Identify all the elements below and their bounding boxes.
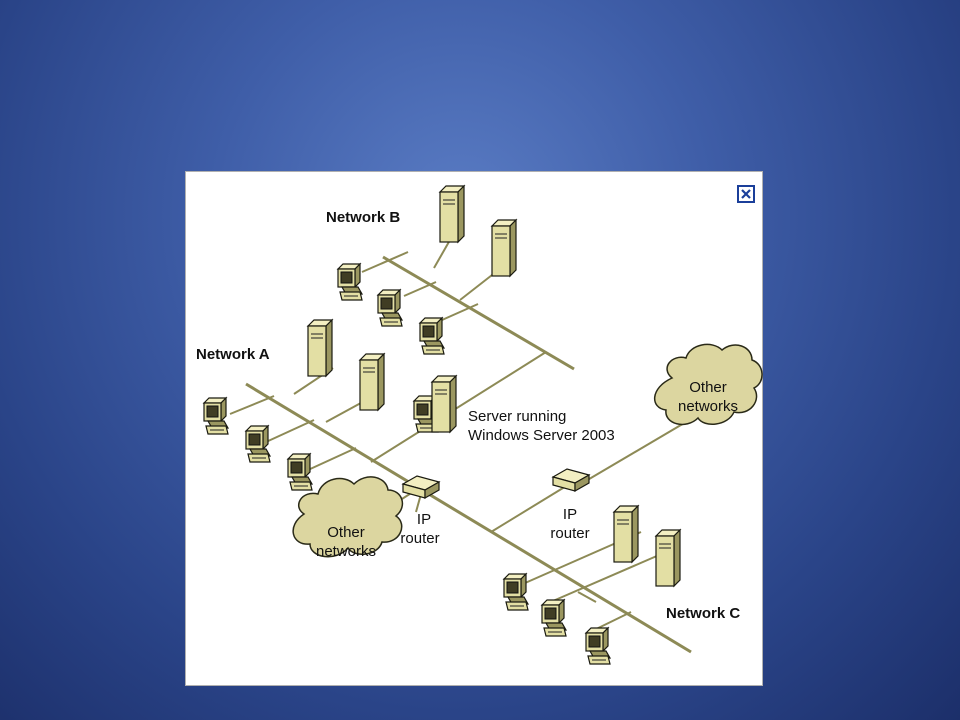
- server-icon: [613, 505, 639, 563]
- cloud-right-label-line1: Other: [689, 379, 727, 396]
- link: [361, 251, 409, 273]
- link: [370, 351, 547, 463]
- server-icon: [491, 219, 517, 277]
- link: [441, 303, 479, 321]
- router-left-label-line1: IP: [417, 511, 431, 528]
- server-icon: [431, 375, 457, 433]
- workstation-icon: [377, 289, 403, 327]
- close-icon: [741, 189, 751, 199]
- network-a-c-bus: [245, 382, 692, 654]
- workstation-icon: [245, 425, 271, 463]
- network-b-bus: [382, 255, 575, 371]
- workstation-icon: [203, 397, 229, 435]
- link: [229, 395, 275, 415]
- link: [545, 551, 667, 605]
- server-icon: [439, 185, 465, 243]
- router-left-label-line2: router: [400, 530, 439, 547]
- workstation-icon: [503, 573, 529, 611]
- server-icon: [307, 319, 333, 377]
- cloud-icon: [654, 343, 763, 426]
- workstation-icon: [337, 263, 363, 301]
- router-right-label-line1: IP: [563, 506, 577, 523]
- network-b-label: Network B: [326, 209, 400, 226]
- link: [307, 447, 357, 471]
- workstation-icon: [541, 599, 567, 637]
- network-c-label: Network C: [666, 605, 740, 622]
- link: [577, 591, 597, 603]
- cloud-right-label-line2: networks: [678, 398, 738, 415]
- cloud-left-label-line1: Other: [327, 524, 365, 541]
- router-icon: [552, 468, 590, 492]
- workstation-icon: [585, 627, 611, 665]
- link: [265, 419, 315, 443]
- cloud-left-label-line2: networks: [316, 543, 376, 560]
- network-a-label: Network A: [196, 346, 270, 363]
- router-right-label-line2: router: [550, 525, 589, 542]
- server-icon: [655, 529, 681, 587]
- cloud-icon: [292, 476, 404, 558]
- link: [578, 421, 687, 486]
- server-label-line2: Windows Server 2003: [468, 427, 615, 444]
- workstation-icon: [287, 453, 313, 491]
- server-icon: [359, 353, 385, 411]
- diagram-window: Network B Network A Network C Server run…: [185, 171, 763, 686]
- server-label-line1: Server running: [468, 408, 566, 425]
- close-button[interactable]: [737, 185, 755, 203]
- link: [403, 281, 437, 297]
- link: [433, 239, 451, 269]
- network-diagram: Network B Network A Network C Server run…: [196, 185, 763, 665]
- workstation-icon: [419, 317, 445, 355]
